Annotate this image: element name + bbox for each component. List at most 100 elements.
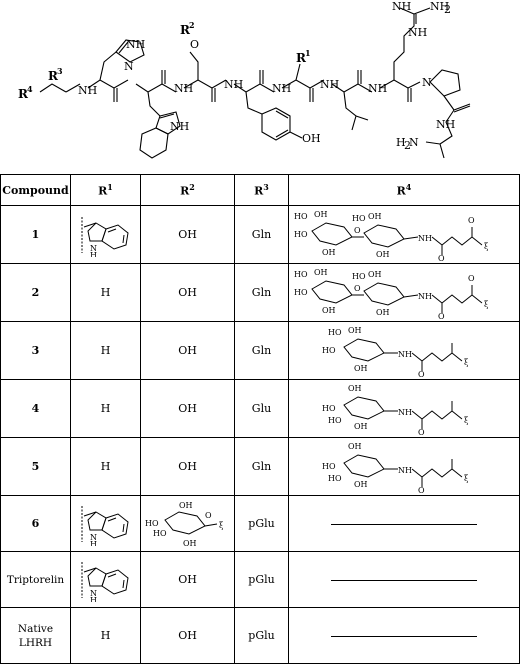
r2-glucosyl-structure: OH HO HO OH O ξ	[140, 495, 235, 552]
scheme-nh-2: NH	[174, 82, 193, 95]
svg-text:H: H	[90, 596, 97, 602]
table-row: Native LHRH H OH pGlu	[0, 607, 520, 664]
compound-cell: Native LHRH	[0, 607, 71, 664]
header-r3: R3	[234, 174, 289, 206]
r4-galactosyl-structure: HO OH HO OH NH O ξ	[288, 321, 520, 380]
svg-text:ξ: ξ	[484, 242, 489, 251]
scheme-nh-1: NH	[78, 84, 97, 97]
scheme-ser-o: O	[190, 38, 199, 51]
svg-text:OH: OH	[183, 539, 197, 548]
scheme-nh-6: NH	[368, 82, 387, 95]
scheme-tyr-oh: OH	[302, 132, 321, 145]
r2-cell: OH	[140, 263, 235, 322]
svg-text:HO: HO	[328, 328, 342, 337]
scheme-h2n: H	[396, 136, 406, 149]
r4-glucosyl-structure: OH HO HO OH NH O ξ	[288, 437, 520, 496]
r1-indole-structure: N H	[70, 551, 141, 608]
svg-text:HO: HO	[322, 346, 336, 355]
svg-text:OH: OH	[348, 384, 362, 393]
svg-text:O: O	[438, 254, 445, 261]
scheme-r1: R	[296, 51, 307, 65]
svg-text:HO: HO	[352, 272, 366, 281]
svg-text:OH: OH	[322, 248, 336, 257]
svg-text:H: H	[90, 540, 97, 546]
svg-text:OH: OH	[368, 270, 382, 279]
table-row: 1 N H OH Gln	[0, 205, 520, 264]
svg-text:NH: NH	[418, 292, 432, 301]
scheme-r3-sup: 3	[57, 66, 63, 76]
r3-cell: Gln	[234, 205, 289, 264]
svg-text:NH: NH	[418, 234, 432, 243]
svg-text:O: O	[468, 274, 475, 283]
glucosyl-succinamide-icon: OH HO HO OH NH O ξ	[322, 384, 469, 435]
r4-cell	[288, 551, 520, 608]
r4-none-dash	[331, 523, 477, 525]
glucosyl-succinamide-icon: OH HO HO OH NH O ξ	[322, 442, 469, 493]
scheme-arg-nh2: NH	[430, 0, 449, 13]
svg-text:OH: OH	[376, 308, 390, 317]
r4-glucosyl-structure: OH HO HO OH NH O ξ	[288, 379, 520, 438]
r2-cell: OH	[140, 607, 235, 664]
svg-text:O: O	[354, 284, 361, 293]
table-row: 2 H OH Gln HO OH HO	[0, 263, 520, 322]
svg-text:O: O	[418, 370, 425, 377]
svg-text:HO: HO	[294, 270, 308, 279]
svg-text:OH: OH	[348, 442, 362, 451]
peptide-scheme: R 4 R 3 NH NH N NH NH O R 2 NH NH OH R 1…	[18, 0, 471, 159]
svg-text:NH: NH	[398, 466, 412, 475]
svg-text:OH: OH	[376, 250, 390, 259]
table-row: Triptorelin N H OH pGlu	[0, 551, 520, 608]
r1-cell: H	[70, 607, 141, 664]
compound-cell: 6	[0, 495, 71, 552]
r1-indole-structure: N H	[70, 495, 141, 552]
svg-text:HO: HO	[322, 404, 336, 413]
svg-text:HO: HO	[352, 214, 366, 223]
svg-text:N: N	[90, 589, 97, 598]
svg-text:OH: OH	[314, 210, 328, 219]
galactosyl-succinamide-icon: HO OH HO OH NH O ξ	[322, 326, 469, 377]
table-row: 5 H OH Gln OH HO HO OH NH	[0, 437, 520, 496]
r1-cell: H	[70, 263, 141, 322]
scheme-nh-7: NH	[436, 118, 455, 131]
r1-indole-structure: N H	[70, 205, 141, 264]
r1-cell: H	[70, 437, 141, 496]
r1-cell: H	[70, 321, 141, 380]
svg-text:OH: OH	[348, 326, 362, 335]
svg-text:ξ: ξ	[464, 358, 469, 367]
scheme-his-n: N	[124, 60, 134, 73]
compound-cell: Triptorelin	[0, 551, 71, 608]
svg-text:OH: OH	[322, 306, 336, 315]
r4-lactose-structure: HO OH HO OH HO OH O OH NH O O ξ	[288, 205, 520, 264]
header-r1: R1	[70, 174, 141, 206]
scheme-h2n-sub: 2	[404, 139, 411, 152]
svg-text:HO: HO	[294, 230, 308, 239]
svg-text:HO: HO	[328, 416, 342, 425]
svg-text:NH: NH	[398, 408, 412, 417]
scheme-nh-5: NH	[320, 78, 339, 91]
svg-text:O: O	[354, 226, 361, 235]
svg-text:OH: OH	[368, 212, 382, 221]
r3-cell: Gln	[234, 437, 289, 496]
r4-none-dash	[331, 579, 477, 581]
r2-cell: OH	[140, 551, 235, 608]
r3-cell: pGlu	[234, 495, 289, 552]
table-header-row: Compound R1 R2 R3 R4	[0, 174, 520, 206]
svg-text:HO: HO	[145, 519, 159, 528]
scheme-r1-sup: 1	[305, 48, 311, 58]
svg-text:ξ: ξ	[219, 521, 224, 530]
scheme-nh-4: NH	[272, 82, 291, 95]
indolylmethyl-icon: N H	[81, 505, 129, 546]
r2-cell: OH	[140, 321, 235, 380]
svg-text:OH: OH	[354, 480, 368, 489]
lactosyl-succinamide-icon: HO OH HO OH HO OH O OH NH O O ξ	[294, 268, 489, 319]
scheme-trp-nh: NH	[170, 120, 189, 133]
svg-text:O: O	[205, 511, 212, 520]
scheme-r2-sup: 2	[189, 20, 195, 30]
svg-text:H: H	[90, 251, 97, 257]
table-row: 3 H OH Gln HO OH HO OH NH	[0, 321, 520, 380]
header-compound: Compound	[0, 174, 71, 206]
svg-text:ξ: ξ	[464, 474, 469, 483]
svg-text:N: N	[90, 533, 97, 542]
scheme-r4-sup: 4	[27, 84, 33, 94]
scheme-his-nh: NH	[126, 38, 145, 51]
